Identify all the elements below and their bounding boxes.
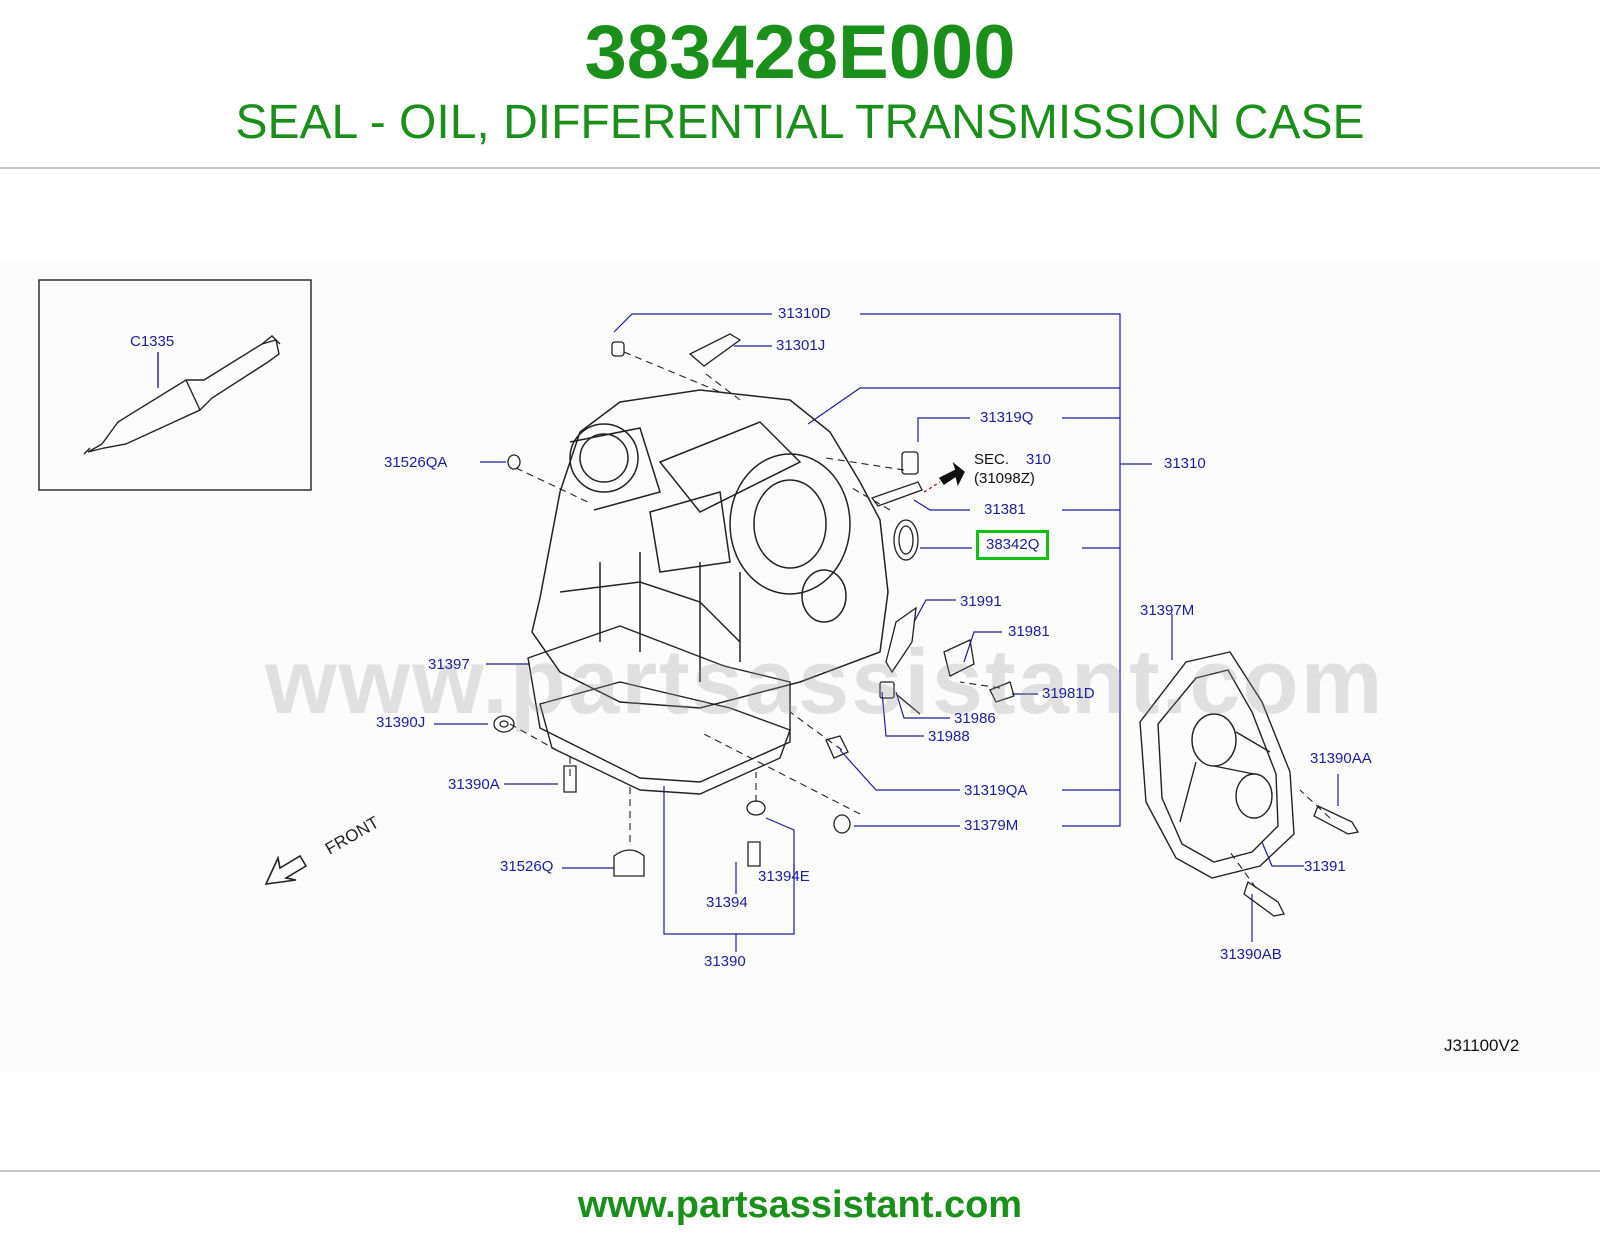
sec-arrow-icon	[923, 461, 965, 493]
part-description: SEAL - OIL, DIFFERENTIAL TRANSMISSION CA…	[235, 96, 1365, 149]
callout-31310[interactable]: 31310	[1164, 455, 1206, 472]
callout-31526qa[interactable]: 31526QA	[384, 454, 448, 471]
callout-31526q[interactable]: 31526Q	[500, 858, 554, 875]
callout-31390[interactable]: 31390	[704, 953, 746, 970]
page-header: 383428E000 SEAL - OIL, DIFFERENTIAL TRAN…	[0, 0, 1600, 168]
callout-sec-label: SEC.	[974, 451, 1010, 468]
front-arrow-icon	[264, 854, 308, 885]
callout-sec-ref: (31098Z)	[974, 470, 1035, 487]
callout-31390aa[interactable]: 31390AA	[1310, 750, 1372, 767]
parts-diagram: www.partsassistant.com C1335 31310D 3130…	[0, 262, 1600, 1072]
callout-31319q[interactable]: 31319Q	[980, 409, 1034, 426]
small-parts	[493, 333, 1360, 917]
diagram-drawing	[38, 279, 1360, 952]
header-divider	[0, 167, 1600, 169]
part-number-title: 383428E000	[584, 10, 1016, 95]
callout-31397[interactable]: 31397	[428, 656, 470, 673]
callout-31379m[interactable]: 31379M	[964, 817, 1019, 834]
callout-sec-number[interactable]: 310	[1026, 451, 1052, 468]
sealant-tube-icon	[83, 335, 281, 455]
figure-code: J31100V2	[1444, 1036, 1520, 1055]
callout-31391[interactable]: 31391	[1304, 858, 1346, 875]
footer-website-link[interactable]: www.partsassistant.com	[577, 1184, 1023, 1226]
callout-31981[interactable]: 31981	[1008, 623, 1050, 640]
callout-31397m[interactable]: 31397M	[1140, 602, 1195, 619]
callout-31394e[interactable]: 31394E	[758, 868, 810, 885]
callout-31988[interactable]: 31988	[928, 728, 970, 745]
footer-divider	[0, 1170, 1600, 1172]
callout-31381[interactable]: 31381	[984, 501, 1026, 518]
side-cover	[1139, 651, 1295, 879]
inset-frame	[38, 279, 312, 491]
callout-31310d[interactable]: 31310D	[778, 305, 831, 322]
callout-31390a[interactable]: 31390A	[448, 776, 500, 793]
assembly-dashes	[509, 351, 1331, 889]
callout-31390ab[interactable]: 31390AB	[1220, 946, 1282, 963]
callout-31991[interactable]: 31991	[960, 593, 1002, 610]
callout-38342q-highlighted[interactable]: 38342Q	[976, 530, 1050, 560]
leader-lines	[434, 313, 1339, 952]
callout-31986[interactable]: 31986	[954, 710, 996, 727]
transmission-case-body	[531, 389, 889, 709]
oil-pan	[527, 625, 791, 795]
callout-31319qa[interactable]: 31319QA	[964, 782, 1028, 799]
callout-31394[interactable]: 31394	[706, 894, 748, 911]
callout-31390j[interactable]: 31390J	[376, 714, 426, 731]
callout-c1335[interactable]: C1335	[130, 333, 175, 350]
callout-31981d[interactable]: 31981D	[1042, 685, 1095, 702]
callout-31301j[interactable]: 31301J	[776, 337, 826, 354]
watermark: www.partsassistant.com	[265, 631, 1385, 733]
